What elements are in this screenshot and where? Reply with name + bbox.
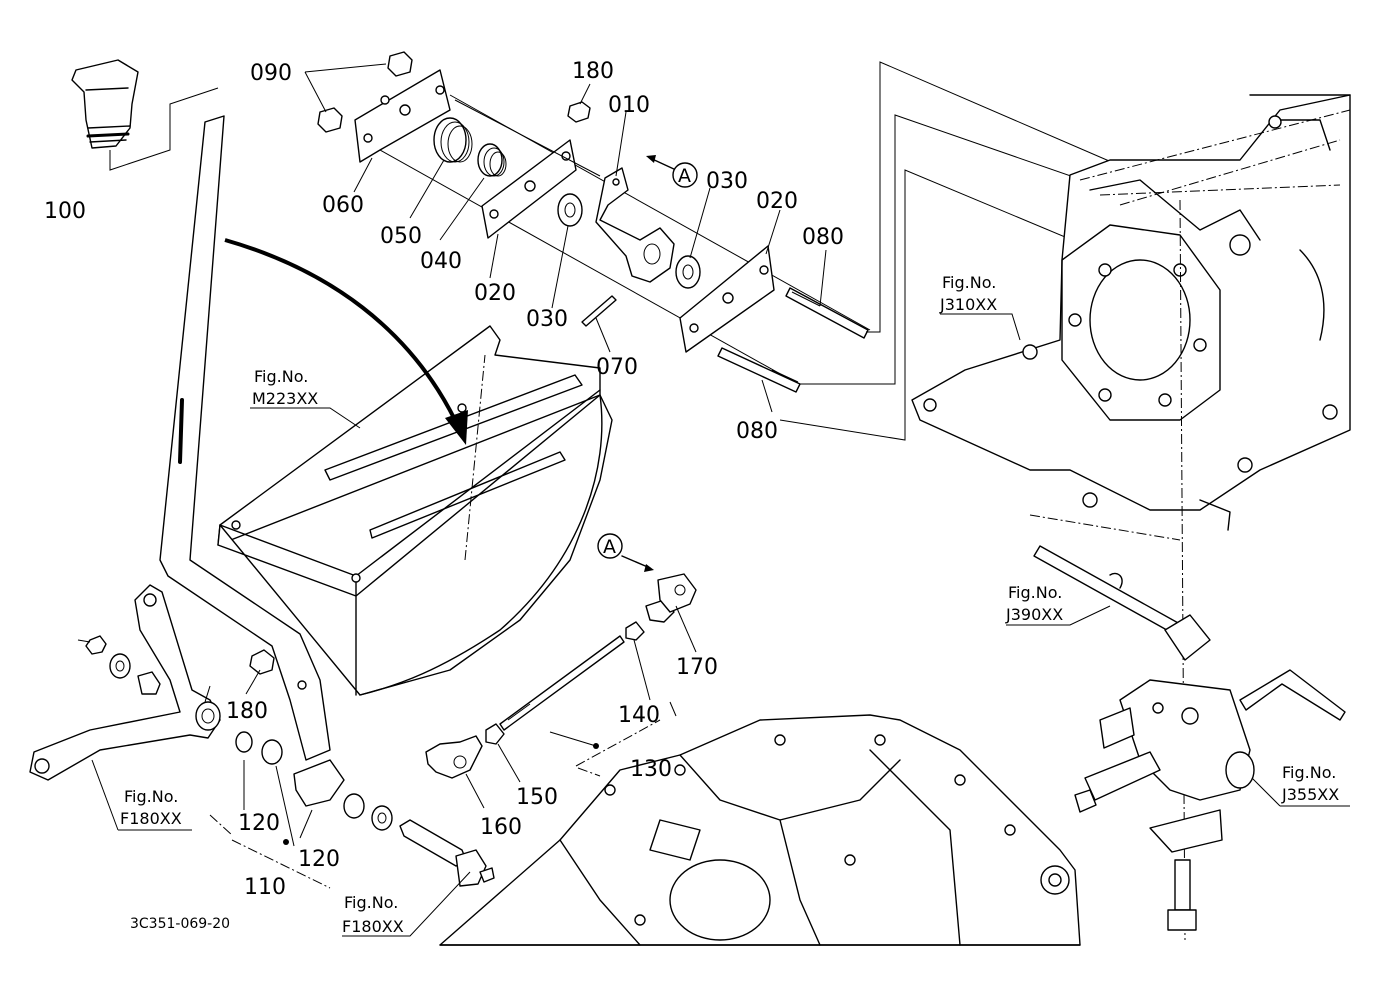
figref-f180-bottom-prefix: Fig.No. [344, 893, 398, 912]
bushings-120 [235, 731, 393, 831]
washer-030-left [557, 193, 583, 227]
rod-assembly-130 [425, 573, 697, 779]
label-020-left: 020 [474, 281, 516, 306]
studs-080 [717, 287, 869, 393]
figref-j390: J390XX [1005, 605, 1063, 624]
figref-f180-left-prefix: Fig.No. [124, 787, 178, 806]
bolt-f180 [399, 819, 495, 887]
leader-lines [204, 63, 827, 889]
control-lever [159, 115, 331, 761]
part-labels: 090 180 010 100 060 050 040 020 030 070 … [44, 59, 844, 900]
callout-a-bottom [597, 533, 654, 572]
label-020-right: 020 [756, 189, 798, 214]
nut-180-lower [249, 649, 275, 675]
plate-020-left [481, 139, 577, 239]
cover-plate [217, 325, 613, 696]
left-washers [77, 635, 161, 695]
figref-j390-prefix: Fig.No. [1008, 583, 1062, 602]
callout-a-bottom-letter: A [603, 536, 616, 558]
label-180-lower: 180 [226, 699, 268, 724]
label-070: 070 [596, 355, 638, 380]
label-030-left: 030 [526, 307, 568, 332]
label-140: 140 [618, 703, 660, 728]
label-040: 040 [420, 249, 462, 274]
label-090: 090 [250, 61, 292, 86]
label-050: 050 [380, 224, 422, 249]
label-030-right: 030 [706, 169, 748, 194]
figref-j310: J310XX [939, 295, 997, 314]
figref-j355: J355XX [1281, 785, 1339, 804]
callout-a-top-letter: A [678, 165, 691, 187]
knob-100 [71, 59, 219, 171]
label-100: 100 [44, 199, 86, 224]
pin-070 [581, 295, 617, 327]
figref-j355-prefix: Fig.No. [1282, 763, 1336, 782]
label-080-bottom: 080 [736, 419, 778, 444]
figref-f180-bottom: F180XX [342, 917, 404, 936]
callout-a-top [646, 155, 698, 188]
washer-030-right [675, 255, 701, 289]
spring-050 [433, 117, 473, 163]
label-110: 110 [244, 875, 286, 900]
transmission-housing [911, 94, 1351, 941]
label-160: 160 [480, 815, 522, 840]
figref-m223: M223XX [252, 389, 318, 408]
drawing-code: 3C351-069-20 [130, 916, 230, 932]
plate-020-right [679, 245, 775, 353]
lower-lever-assembly [29, 584, 221, 781]
assembly-arrow [224, 238, 468, 445]
label-120-left: 120 [238, 811, 280, 836]
nuts-090 [317, 51, 413, 133]
lever-010 [595, 167, 675, 283]
figref-j310-prefix: Fig.No. [942, 273, 996, 292]
label-010: 010 [608, 93, 650, 118]
reference-lines [454, 61, 1141, 441]
label-180-top: 180 [572, 59, 614, 84]
figref-f180-left: F180XX [120, 809, 182, 828]
spring-040 [477, 143, 507, 177]
valve-assembly [1074, 614, 1346, 931]
label-080-top: 080 [802, 225, 844, 250]
figref-leaders [91, 313, 1350, 937]
label-130: 130 [630, 757, 672, 782]
label-060: 060 [322, 193, 364, 218]
label-150: 150 [516, 785, 558, 810]
figure-references: Fig.No. M223XX Fig.No. J310XX Fig.No. J3… [120, 273, 1339, 936]
label-170: 170 [676, 655, 718, 680]
nut-180-top [567, 101, 591, 123]
figref-m223-prefix: Fig.No. [254, 367, 308, 386]
label-120-right: 120 [298, 847, 340, 872]
frame-bottom [439, 714, 1081, 946]
